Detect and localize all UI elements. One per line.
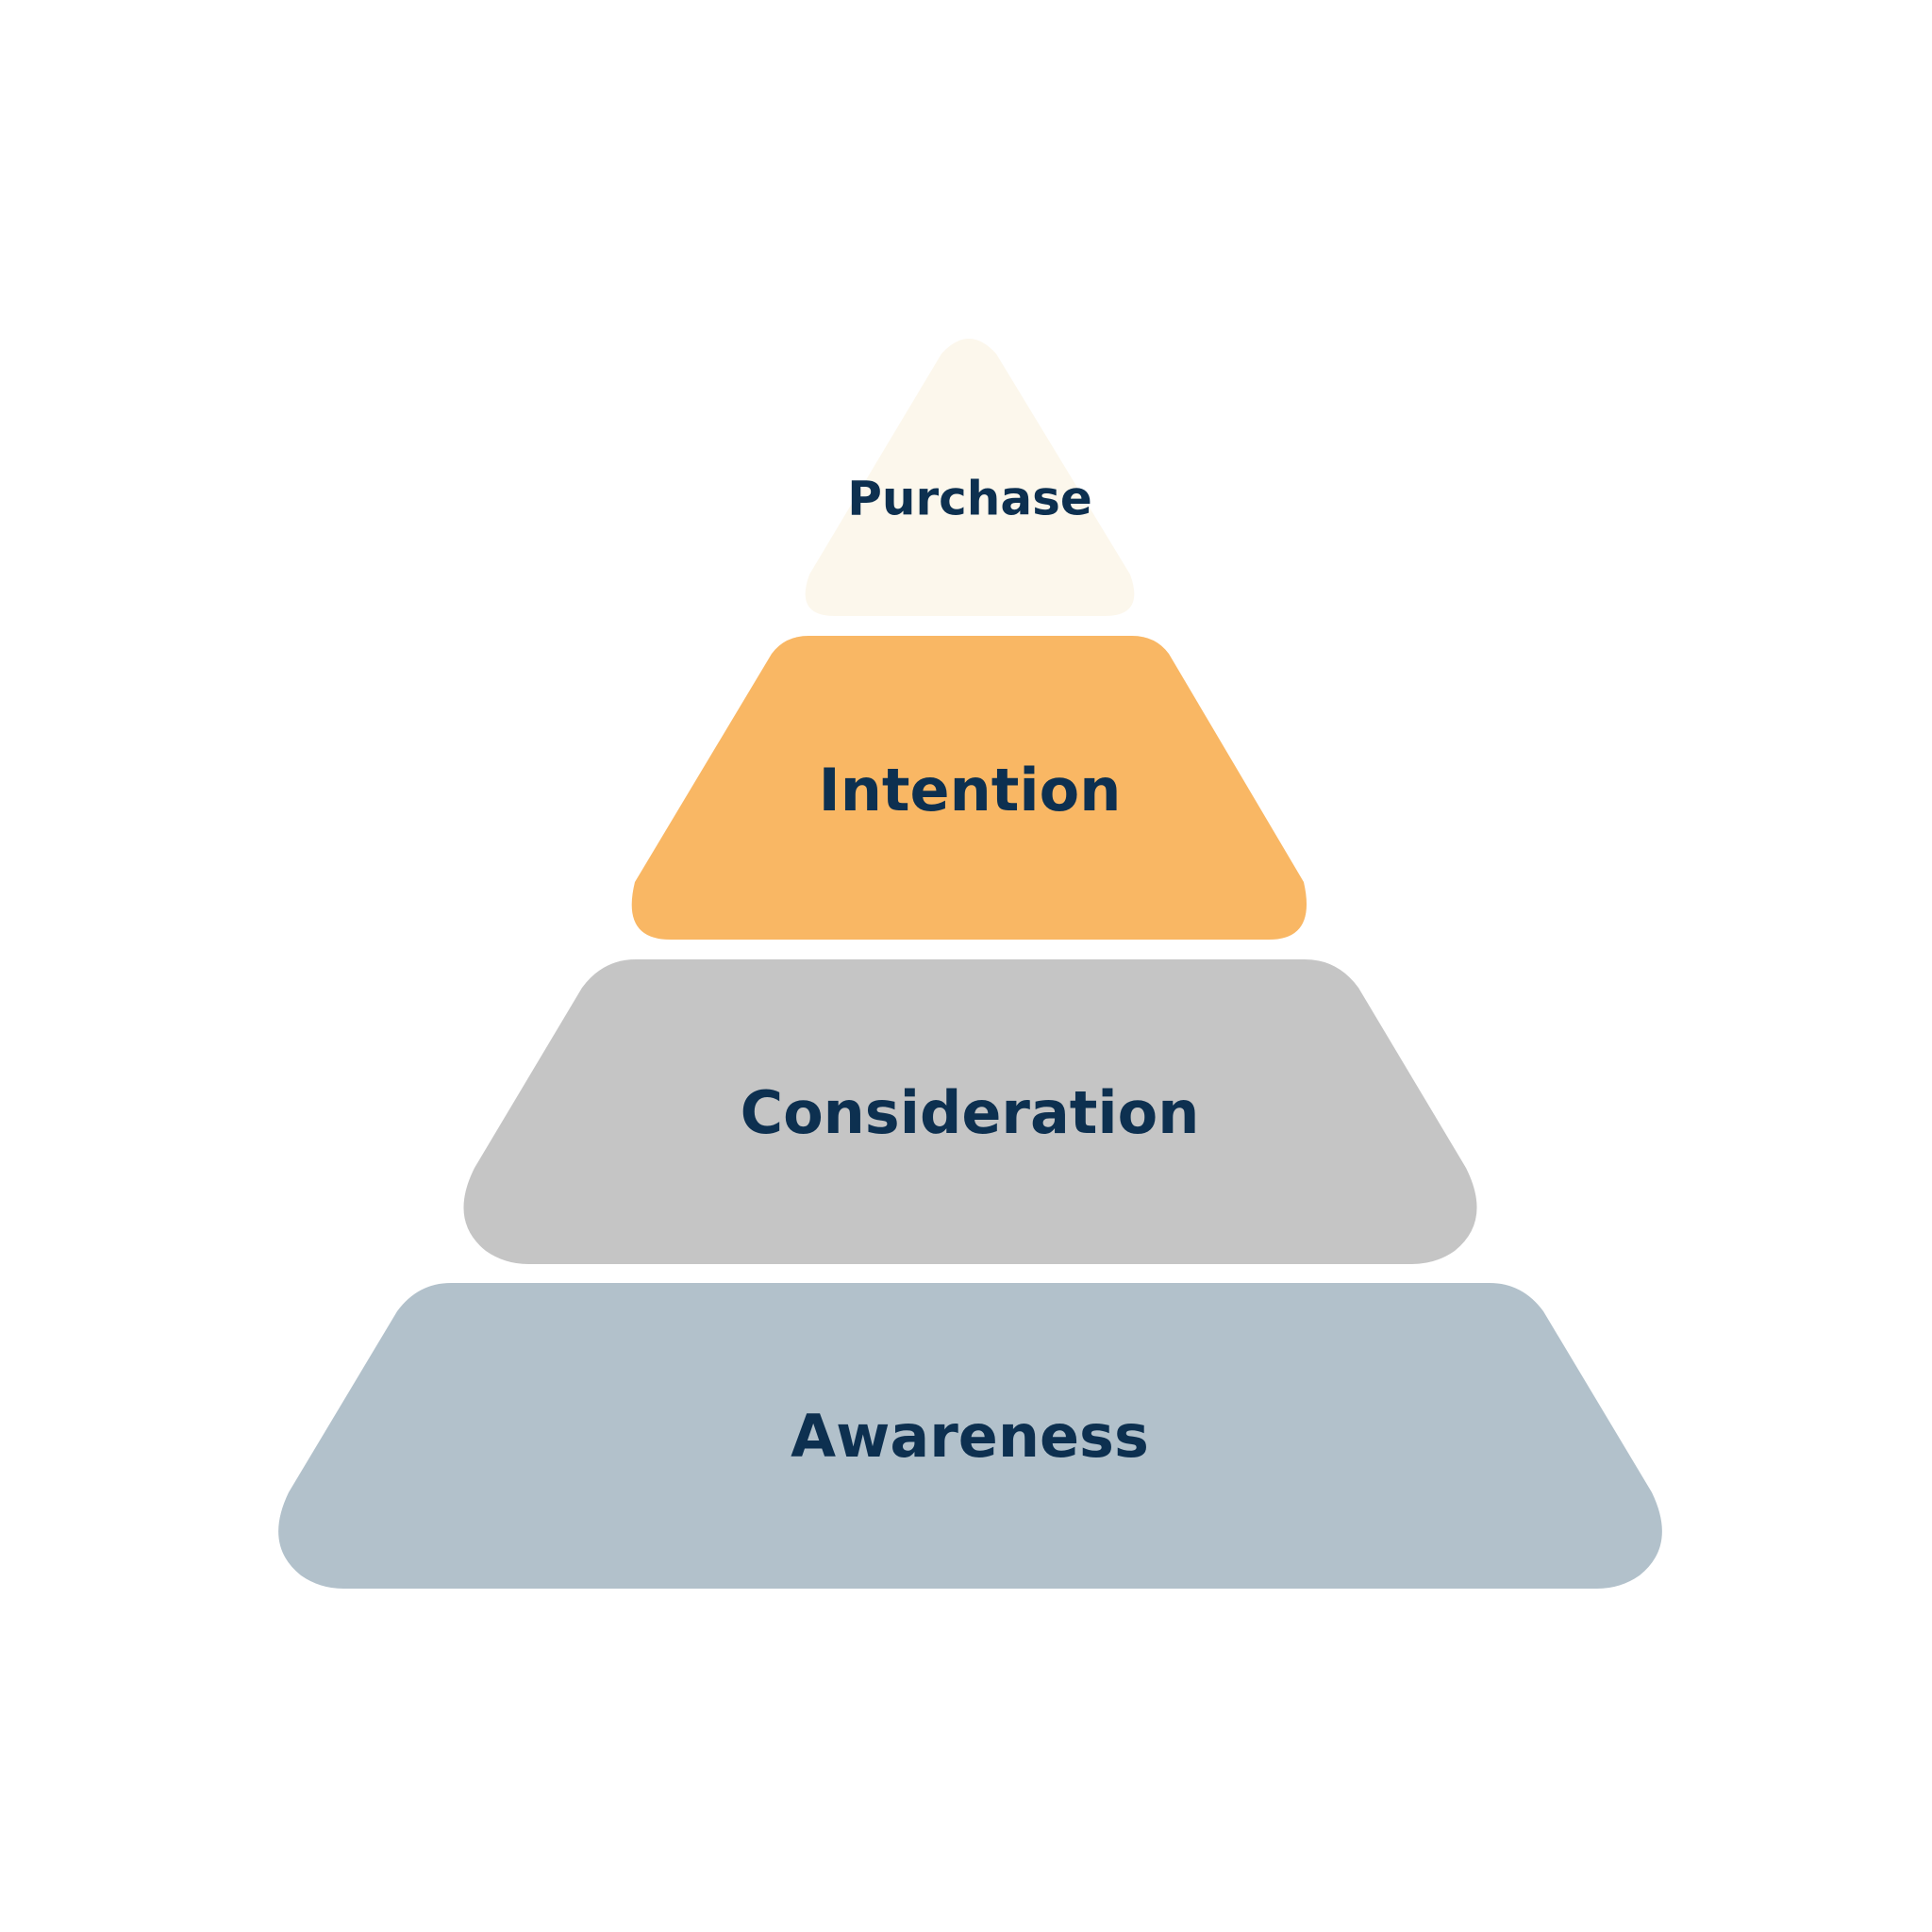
tier-intention-shape: [631, 636, 1307, 940]
tier-intention: Intention: [631, 636, 1307, 940]
tier-awareness-shape: [278, 1283, 1662, 1589]
tier-purchase: Purchase: [805, 339, 1135, 616]
tier-awareness-label: Awareness: [791, 1402, 1149, 1471]
tier-purchase-shape: [805, 339, 1135, 616]
tier-consideration-label: Consideration: [741, 1078, 1200, 1147]
tier-awareness: Awareness: [278, 1283, 1662, 1589]
tier-purchase-label: Purchase: [847, 472, 1092, 526]
tier-intention-label: Intention: [819, 756, 1122, 824]
tier-consideration: Consideration: [463, 959, 1477, 1264]
tier-consideration-shape: [463, 959, 1477, 1264]
